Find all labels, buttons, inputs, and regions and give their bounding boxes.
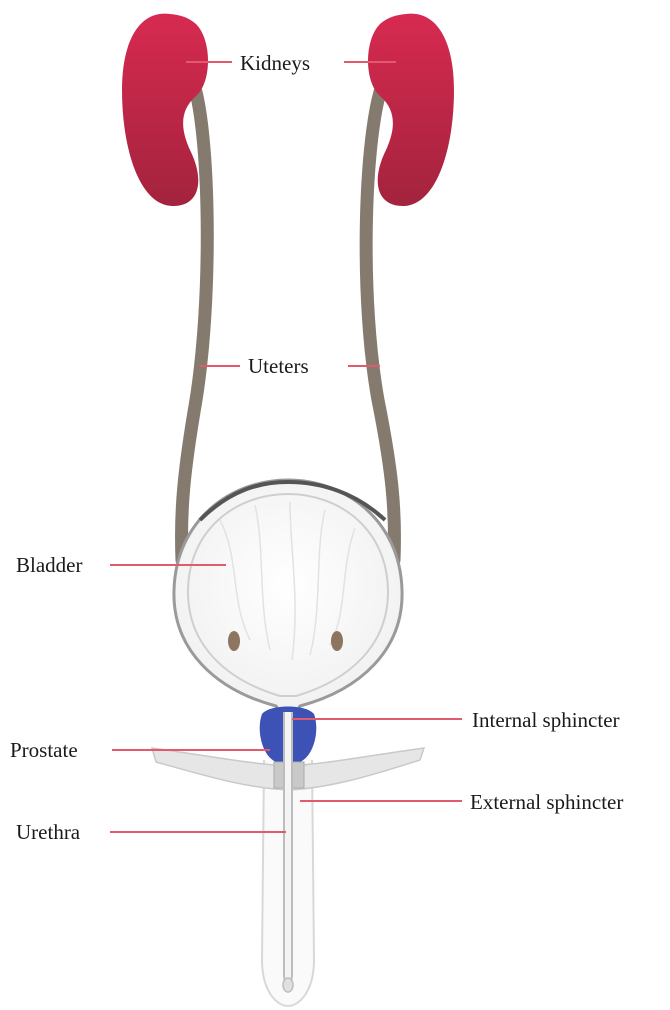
label-external-sphincter: External sphincter (470, 790, 623, 814)
urethra (284, 712, 292, 983)
left-ureteric-orifice (228, 631, 240, 651)
label-ureters: Uteters (248, 354, 309, 378)
urethral-opening (283, 978, 293, 992)
label-urethra: Urethra (16, 820, 81, 844)
label-kidneys: Kidneys (240, 51, 310, 75)
label-internal-sphincter: Internal sphincter (472, 708, 620, 732)
right-ureteric-orifice (331, 631, 343, 651)
label-bladder: Bladder (16, 553, 82, 577)
label-prostate: Prostate (10, 738, 78, 762)
